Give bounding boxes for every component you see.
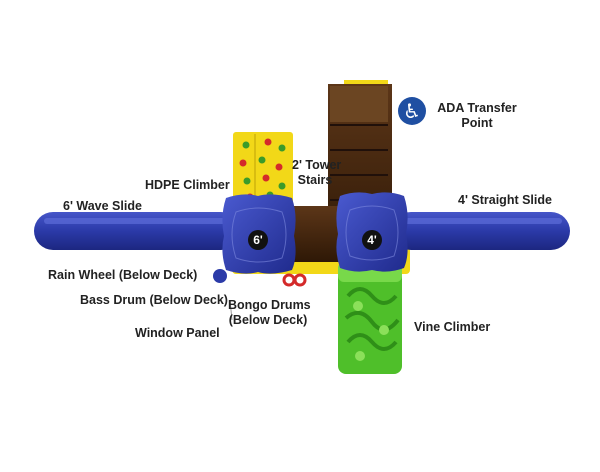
deck-6ft xyxy=(222,194,296,274)
rain-wheel xyxy=(213,269,227,283)
label-straight-slide: 4' Straight Slide xyxy=(458,193,552,207)
bongo-drums xyxy=(282,273,307,287)
deck-4ft xyxy=(336,192,408,272)
window-panel-leader xyxy=(229,299,233,321)
label-tower-stairs: 2' Tower Stairs xyxy=(292,158,342,188)
label-bongo-drums: Bongo Drums (Below Deck) xyxy=(228,298,311,328)
label-ada-line2: Point xyxy=(461,116,493,130)
wave-slide xyxy=(34,212,240,250)
label-ada-line1: ADA Transfer xyxy=(437,101,517,115)
label-bongo-line1: Bongo Drums xyxy=(228,298,311,312)
wheelchair-icon: ♿ xyxy=(398,97,426,125)
label-tower-stairs-line1: 2' Tower xyxy=(292,158,342,172)
hdpe-climber xyxy=(233,132,293,206)
label-tower-stairs-line2: Stairs xyxy=(297,173,333,187)
label-bongo-line2: (Below Deck) xyxy=(228,313,308,327)
vine-climber xyxy=(338,262,402,374)
label-bass-drum: Bass Drum (Below Deck) xyxy=(80,293,228,307)
label-window-panel: Window Panel xyxy=(135,326,220,340)
deck-6ft-label: 6' xyxy=(253,233,263,247)
label-rain-wheel: Rain Wheel (Below Deck) xyxy=(48,268,198,282)
label-vine-climber: Vine Climber xyxy=(414,320,491,334)
deck-4ft-label: 4' xyxy=(367,233,377,247)
straight-slide xyxy=(392,212,570,250)
label-wave-slide: 6' Wave Slide xyxy=(63,199,142,213)
label-ada-transfer: ADA Transfer Point xyxy=(432,101,522,131)
label-hdpe-climber: HDPE Climber xyxy=(145,178,230,192)
